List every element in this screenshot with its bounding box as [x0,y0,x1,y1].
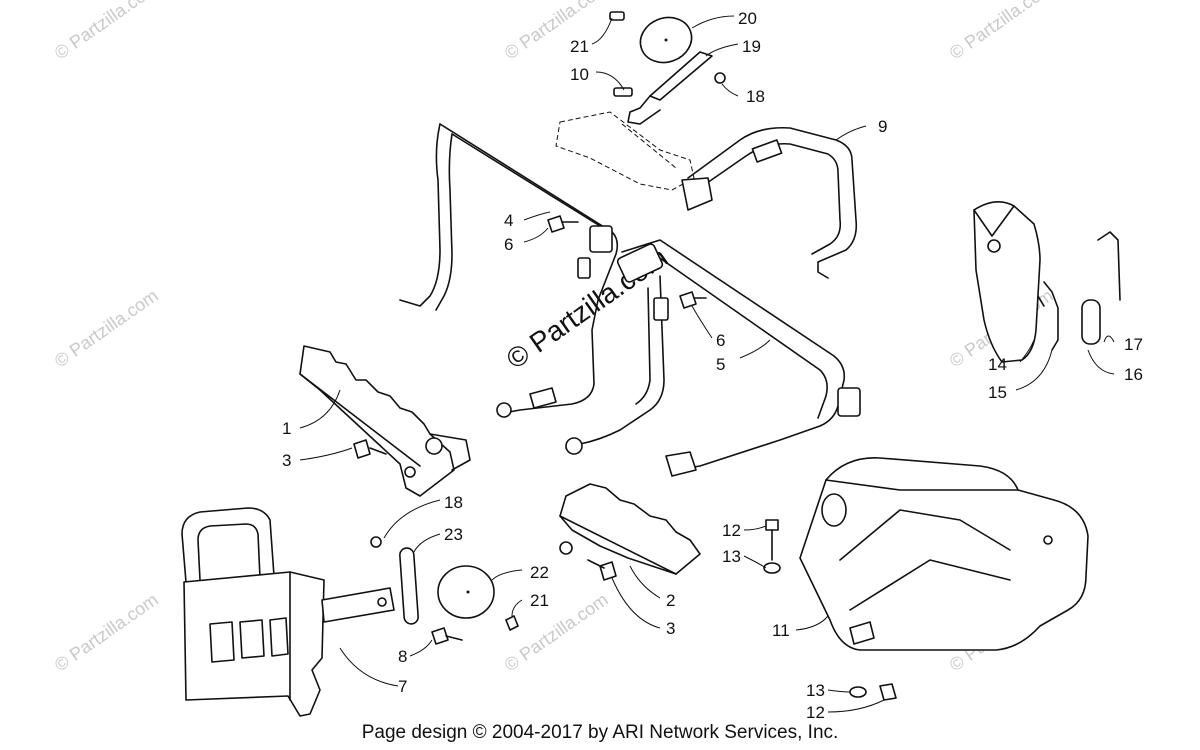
callout-5: 5 [716,355,725,374]
callout-14: 14 [988,355,1007,374]
callout-12: 12 [722,521,741,540]
bolts-6 [547,215,707,309]
callout-19: 19 [742,37,761,56]
callout-17: 17 [1124,335,1143,354]
leader-lines [299,15,1115,713]
callout-20: 20 [738,9,757,28]
callout-3: 3 [666,619,675,638]
callout-13: 13 [806,681,825,700]
callout-23: 23 [444,525,463,544]
bumper [181,507,395,717]
callout-16: 16 [1124,365,1143,384]
callout-21: 21 [570,37,589,56]
callout-12: 12 [806,703,825,722]
callout-10: 10 [570,65,589,84]
watermark: © Partzilla.com [51,589,162,675]
callout-8: 8 [398,647,407,666]
bolt-3-left [353,439,387,459]
frame-left [399,123,619,418]
callout-13: 13 [722,547,741,566]
watermark: © Partzilla.com [501,589,612,675]
watermark: © Partzilla.com [946,0,1057,63]
watermark: © Partzilla.com [501,0,612,63]
callout-3: 3 [282,451,291,470]
frame-right [565,239,861,477]
callout-6: 6 [716,331,725,350]
callout-1: 1 [282,419,291,438]
watermark: © Partzilla.com [51,285,162,371]
callout-18: 18 [746,87,765,106]
watermark: © Partzilla.com [51,0,162,63]
footpeg-right [559,483,701,581]
callout-22: 22 [530,563,549,582]
callout-15: 15 [988,383,1007,402]
callout-6: 6 [504,235,513,254]
callout-2: 2 [666,591,675,610]
small-parts-right [973,201,1121,363]
page-footer: Page design © 2004-2017 by ARI Network S… [361,722,839,743]
callout-7: 7 [398,677,407,696]
reflector-bracket-top [555,11,726,191]
footpeg-left [299,345,471,497]
skid-plate [763,457,1089,701]
callout-18: 18 [444,493,463,512]
callout-9: 9 [878,117,887,136]
callout-11: 11 [772,621,790,640]
grab-handle [681,126,858,279]
callout-4: 4 [504,211,513,230]
reflector-bracket-bottom [370,536,519,645]
callout-21: 21 [530,591,549,610]
callouts: 20 21 19 10 18 9 4 6 6 5 17 14 16 15 1 3… [282,9,1143,722]
